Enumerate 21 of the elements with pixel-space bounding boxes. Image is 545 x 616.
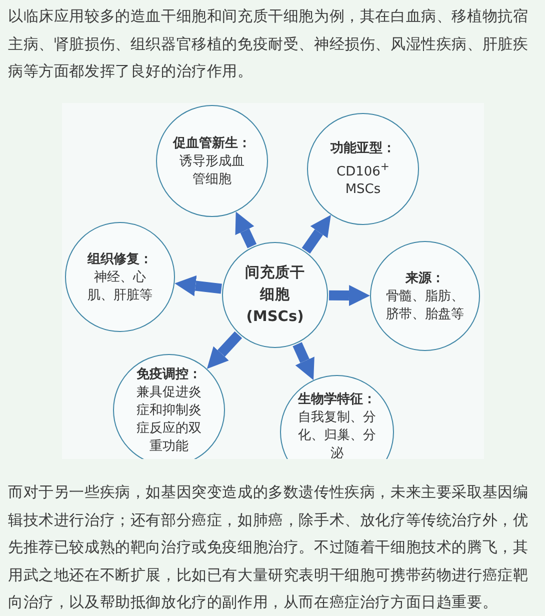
node-heading: 功能亚型： (330, 140, 396, 158)
block-arrow (292, 342, 314, 380)
block-arrow (174, 275, 222, 296)
node-text: 神经、心肌、肝脏等 (86, 268, 154, 304)
block-arrow (302, 214, 331, 254)
node-text: CD106$^{+}$ MSCs (336, 158, 390, 200)
node-heading: 免疫调控： (136, 366, 202, 384)
node-heading: 来源： (406, 270, 444, 288)
node-heading: 生物学特征： (298, 390, 376, 408)
node-heading: 促血管新生： (173, 134, 251, 152)
paragraph: 而对于另一些疾病，如基因突变造成的多数遗传性疾病，未来主要采取基因编辑技术进行治疗；还有部分癌症，如肺癌，除手术、放化疗等传统治疗外，优先推荐已较成熟的靶向治疗或免疫细胞治疗。不过随着干细胞技术的腾飞，其用武之地还在不断扩展，比如已有大量研究表明干细胞可携带药物进行癌症靶向治疗，以及帮助抵御放化疗的副作用，从而在癌症治疗方面日趋重要。 (8, 482, 530, 614)
paragraph: 以临床应用较多的造血干细胞和间充质干细胞为例，其在白血病、移植物抗宿主病、肾脏损伤、组织器官移植的免疫耐受、神经损伤、风湿性疾病、肝脏疾病等方面都发挥了良好的治疗作用。 (8, 6, 530, 82)
block-arrow (328, 285, 370, 306)
node-text: 兼具促进炎症和抑制炎症反应的双重功能 (136, 384, 202, 456)
node-text: 骨髓、脂肪、脐带、胎盘等 (385, 288, 465, 324)
node-text: 自我复制、分化、归巢、分泌 (297, 408, 377, 459)
node-text: 诱导形成血管细胞 (178, 152, 246, 188)
node-heading: 组织修复： (88, 250, 152, 268)
block-arrow (206, 331, 242, 369)
node-text: 间充质干细胞(MSCs) (245, 264, 305, 327)
block-arrow (235, 212, 257, 248)
